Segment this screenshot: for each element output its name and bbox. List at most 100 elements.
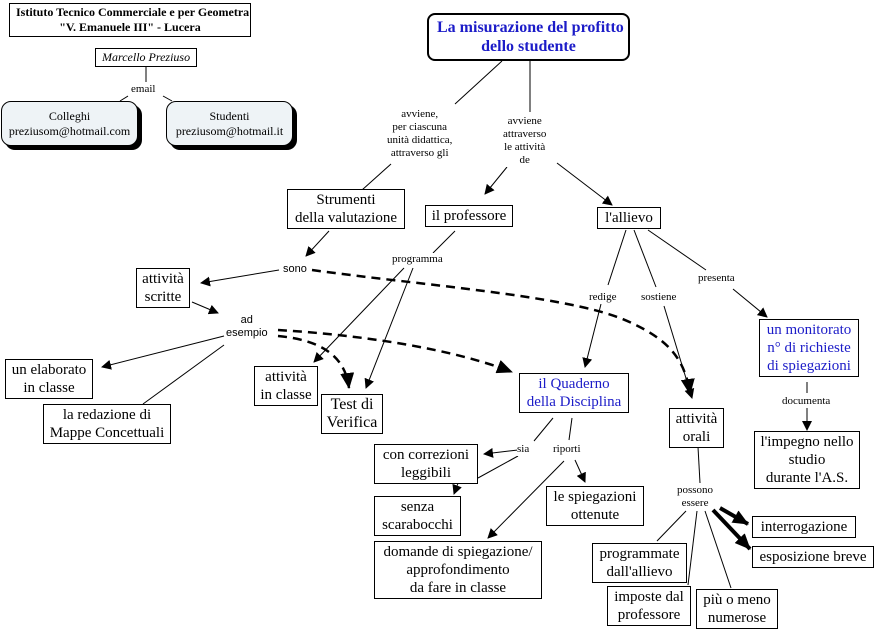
text-line: Strumenti	[316, 192, 376, 208]
text-line: il professore	[431, 208, 507, 224]
text-line: senza	[400, 499, 435, 515]
text-line: più o meno	[703, 592, 771, 608]
text-line: il Quaderno	[538, 376, 610, 392]
school-line-1: Istituto Tecnico Commerciale e per Geome…	[16, 5, 250, 19]
text-line: unità didattica,	[387, 134, 453, 146]
text-line: numerose	[707, 610, 767, 626]
edge-sia-correzioni	[483, 447, 519, 458]
text-line: l'impegno nello	[760, 434, 854, 450]
edge-essere-imposte	[687, 510, 698, 586]
node-quaderno-disciplina: il Quaderno della Disciplina	[519, 373, 629, 413]
edge-esempio-mappe	[142, 344, 225, 405]
text-line: attività	[265, 369, 307, 385]
link-sostiene: sostiene	[641, 291, 677, 304]
edge-riporti-domande	[487, 460, 565, 539]
text-line: per ciascuna	[392, 121, 448, 133]
link-ad-esempio: ad esempio	[226, 314, 268, 340]
text-line: avviene	[507, 115, 542, 127]
text-line: Verifica	[326, 414, 378, 431]
text-line: in classe	[23, 380, 75, 396]
text-line: le spiegazioni	[553, 489, 637, 505]
node-l-allievo: l'allievo	[597, 207, 661, 229]
text-line: Mappe Concettuali	[49, 425, 165, 441]
edge-programma-test	[364, 267, 414, 389]
text-line: approfondimento	[406, 562, 510, 578]
text-line: attività	[142, 271, 184, 287]
node-attivita-scritte: attività scritte	[136, 268, 190, 308]
author-name: Marcello Preziuso	[102, 50, 191, 64]
text-line: interrogazione	[760, 519, 848, 535]
text-line: un monitorato	[766, 322, 852, 338]
node-esposizione-breve: esposizione breve	[752, 546, 874, 568]
link-possono-essere: possono essere	[677, 484, 714, 510]
contact-colleghi-label: Colleghi	[48, 109, 91, 123]
text-line: della valutazione	[294, 210, 398, 226]
edge-allievo-redige	[607, 229, 627, 286]
text-line: attraverso	[503, 128, 547, 140]
text-line: orali	[682, 429, 711, 445]
text-line: leggibili	[401, 465, 451, 481]
link-sono: sono	[283, 263, 307, 276]
contact-colleghi[interactable]: Colleghi preziusom@hotmail.com	[1, 101, 138, 146]
text-line: studio	[788, 452, 826, 468]
text-line: imposte dal	[614, 589, 684, 605]
node-monitorato: un monitorato n° di richieste di spiegazio…	[759, 319, 859, 377]
text-line: l'allievo	[605, 210, 653, 226]
link-programma: programma	[392, 253, 443, 266]
text-line: durante l'A.S.	[765, 470, 849, 486]
node-imposte-professore: imposte dal professore	[607, 586, 691, 626]
edge-email-studenti	[162, 95, 173, 102]
text-line: un elaborato	[11, 362, 87, 378]
node-attivita-orali: attività orali	[669, 408, 724, 448]
text-line: de	[519, 154, 530, 166]
text-line: della Disciplina	[526, 394, 622, 410]
link-riporti: riporti	[553, 443, 581, 456]
text-line: possono	[677, 484, 714, 496]
edge-title-avviene	[454, 60, 503, 105]
text-line: ad	[240, 314, 253, 326]
map-title-line-1: La misurazione del profitto	[437, 19, 624, 36]
node-piu-o-meno-numerose: più o meno numerose	[696, 589, 778, 629]
edge-sia-scarabocchi	[477, 455, 519, 479]
text-line: con correzioni	[382, 447, 470, 463]
text-line: programmate	[599, 546, 680, 562]
school-line-2: "V. Emanuele III" - Lucera	[59, 20, 201, 34]
node-strumenti-valutazione: Strumenti della valutazione	[287, 189, 405, 229]
link-documenta: documenta	[782, 395, 831, 408]
text-line: esempio	[226, 327, 268, 339]
text-line: di spiegazioni	[767, 358, 851, 374]
text-line: ottenute	[570, 507, 620, 523]
text-line: scarabocchi	[382, 517, 453, 533]
text-line: essere	[681, 497, 709, 509]
edge-scritte-ad	[191, 301, 219, 315]
edge-esempio-test-dashed	[277, 334, 355, 389]
edge-allievo-presenta	[647, 229, 707, 271]
contact-studenti-email[interactable]: preziusom@hotmail.it	[175, 124, 284, 138]
text-line: Test di	[330, 396, 374, 413]
edge-email-colleghi	[119, 95, 129, 102]
text-line: attività	[675, 411, 718, 427]
text-line: da fare in classe	[409, 580, 507, 596]
edge-de-allievo	[556, 162, 613, 206]
text-line: n° di richieste	[767, 340, 851, 356]
node-mappe-concettuali: la redazione di Mappe Concettuali	[43, 404, 171, 444]
text-line: domande di spiegazione/	[383, 544, 533, 560]
link-avviene-per-ciascuna: avviene, per ciascuna unità didattica, a…	[387, 108, 453, 160]
text-line: scritte	[144, 289, 182, 305]
edge-avviene-strumenti	[361, 163, 392, 191]
edge-redige-quaderno	[582, 303, 602, 368]
edge-strumenti-sono	[305, 230, 330, 257]
edge-professore-programma	[432, 230, 456, 254]
contact-studenti[interactable]: Studenti preziusom@hotmail.it	[166, 101, 293, 146]
text-line: la redazione di	[62, 407, 152, 423]
edge-essere-esposizione-bold	[711, 508, 752, 551]
text-line: avviene,	[401, 108, 439, 120]
contact-colleghi-email[interactable]: preziusom@hotmail.com	[8, 124, 131, 138]
link-sia: sia	[517, 443, 530, 456]
text-line: professore	[617, 607, 681, 623]
link-redige: redige	[589, 291, 617, 304]
edge-esempio-quaderno-dashed	[277, 328, 513, 374]
